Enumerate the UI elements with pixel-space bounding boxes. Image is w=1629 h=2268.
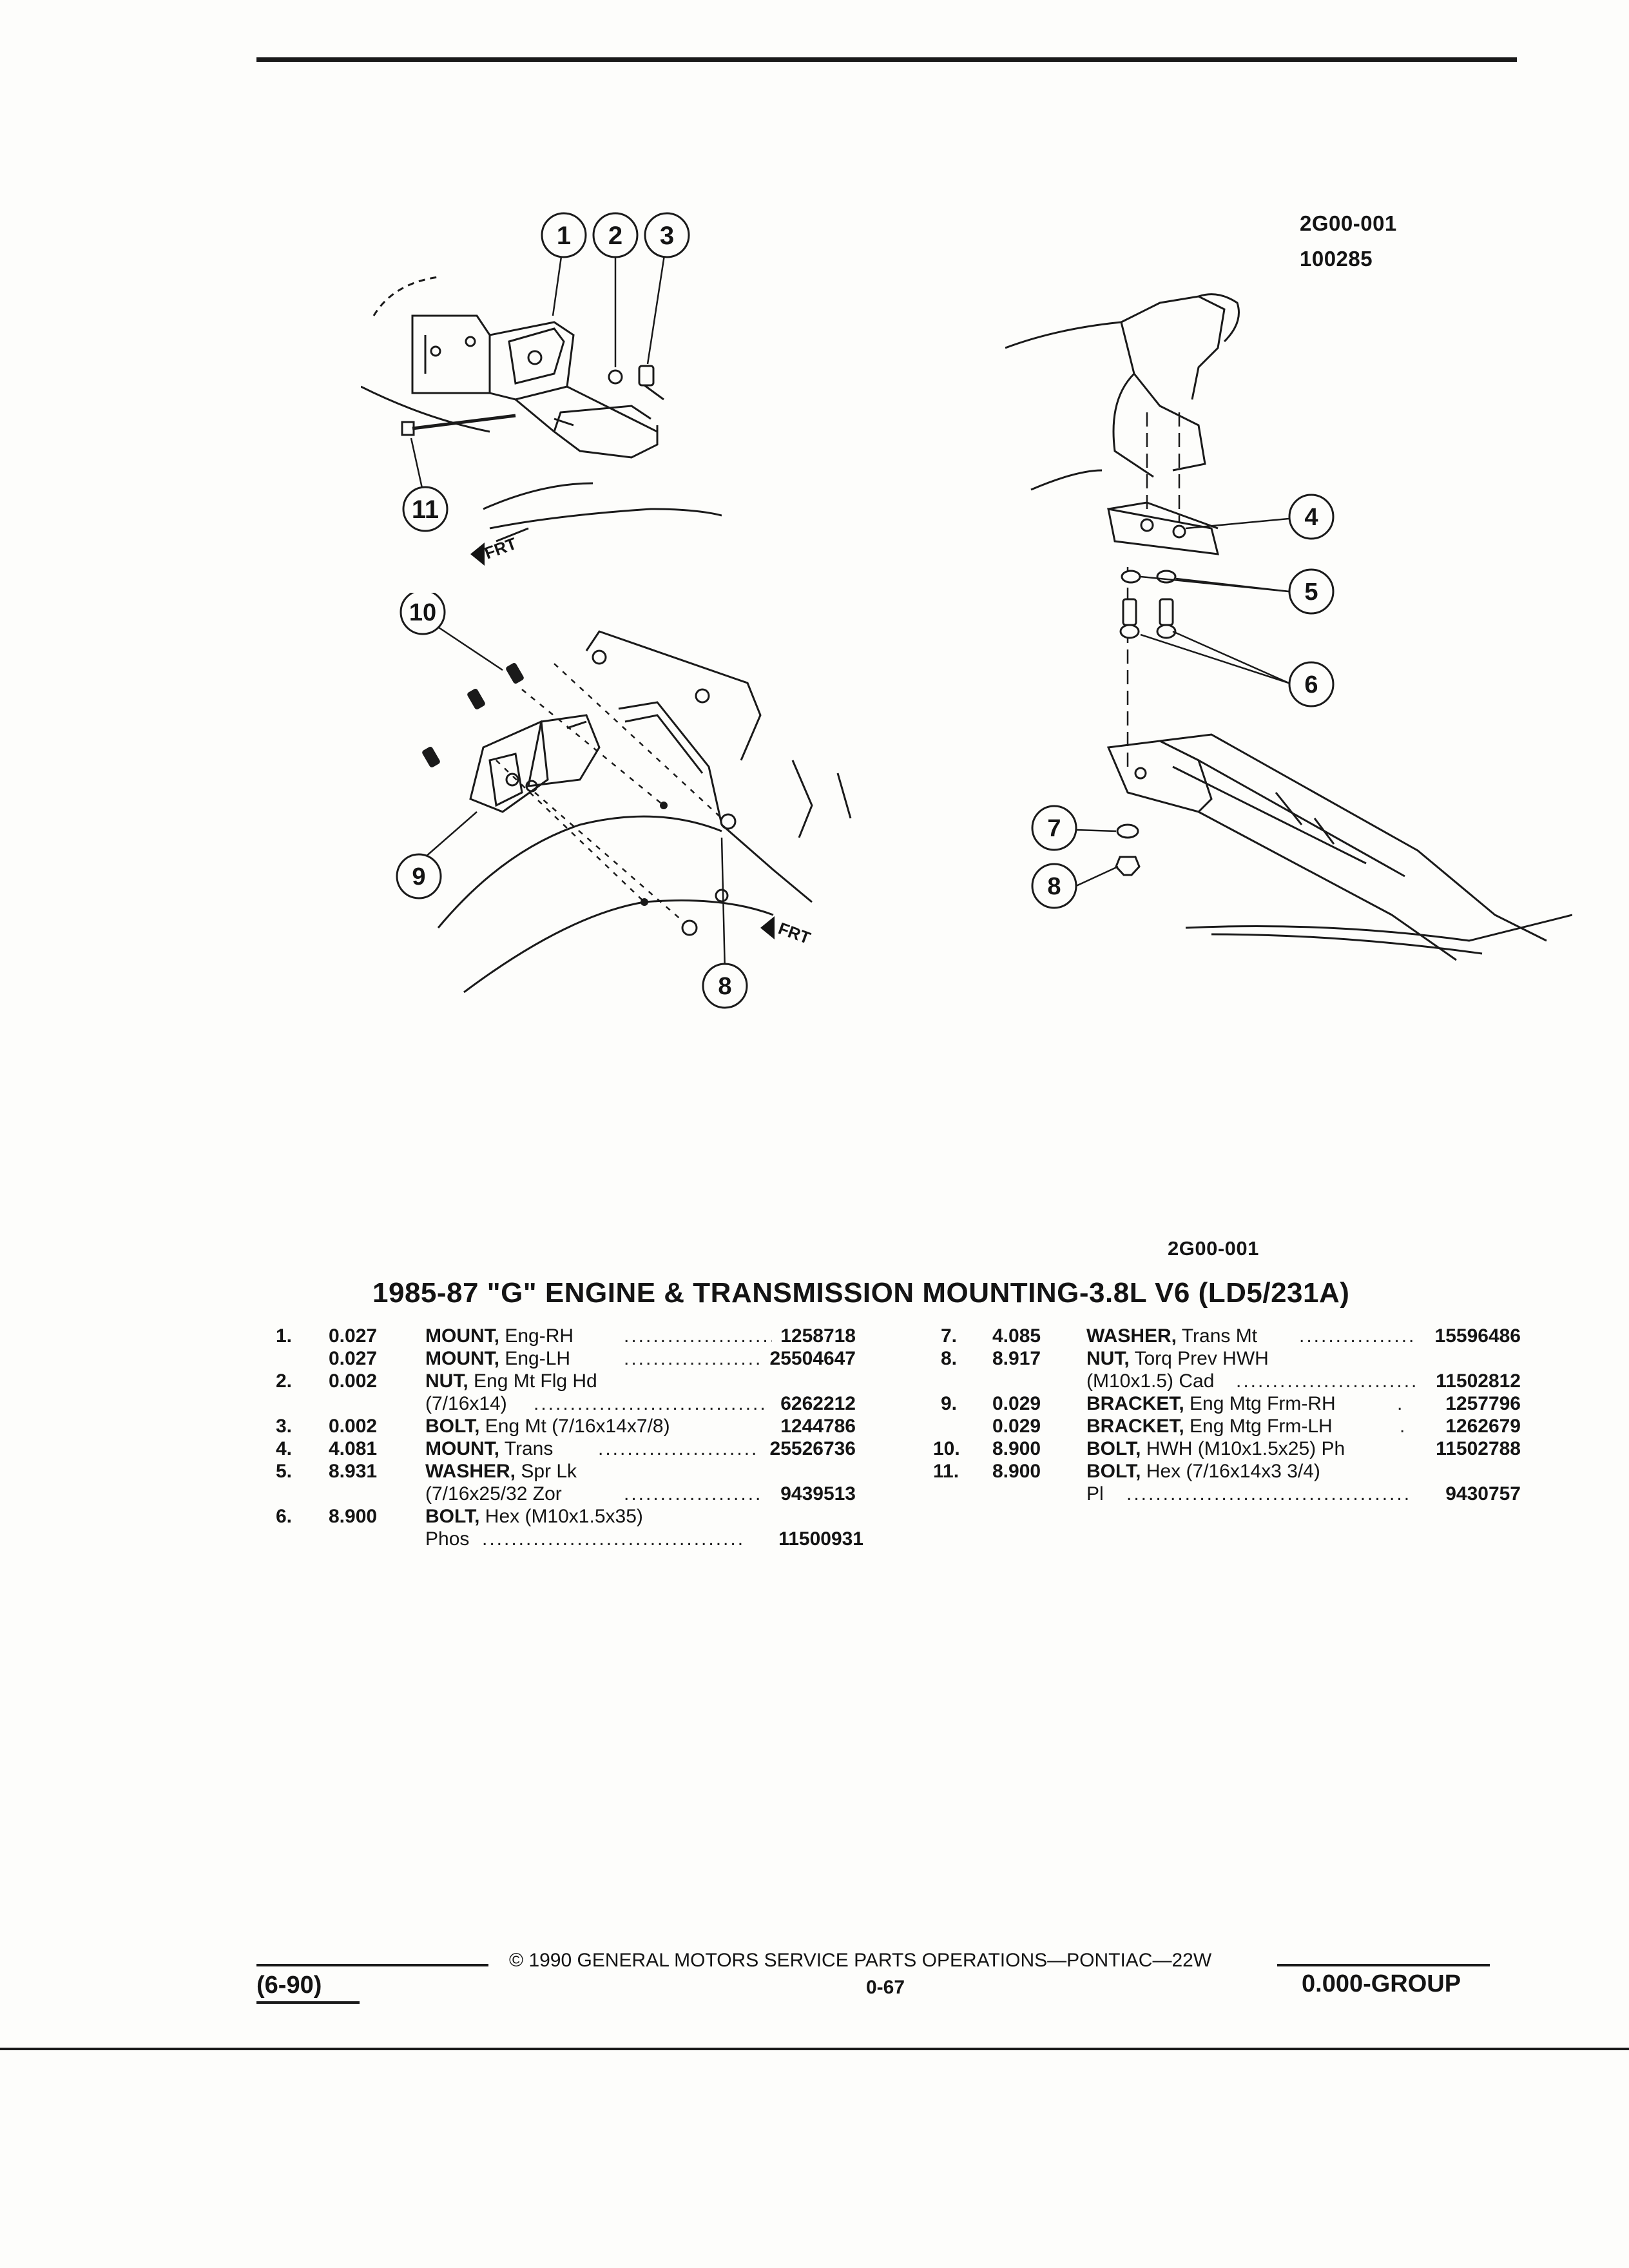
- callout-7: 7: [1047, 815, 1061, 842]
- figure-bottom-code: 2G00-001: [1168, 1237, 1259, 1260]
- callout-6: 6: [1304, 671, 1318, 698]
- list-item: 8. 8.917 NUT, Torq Prev HWH (M10x1.5) Ca…: [941, 1348, 1521, 1392]
- transmission-mount-illustration: 4 5 6 7 8: [1005, 293, 1572, 961]
- engine-mount-rh-illustration: 1 2 3 11 FRT: [361, 212, 722, 566]
- list-item: 6. 8.900 BOLT, Hex (M10x1.5x35) Phos ...…: [276, 1506, 863, 1550]
- callout-1: 1: [557, 222, 571, 250]
- parts-list-left: 1. 0.027 MOUNT, Eng-RH .................…: [276, 1325, 863, 1550]
- list-item: 1. 0.027 MOUNT, Eng-RH .................…: [276, 1325, 856, 1347]
- front-arrow-icon-2: FRT: [760, 916, 813, 948]
- callout-9: 9: [412, 863, 425, 890]
- footer-group: 0.000-GROUP: [1302, 1970, 1461, 1997]
- figure-code: 2G00-001: [1300, 211, 1397, 235]
- callout-2: 2: [608, 222, 622, 250]
- list-item: 9. 0.029 BRACKET, Eng Mtg Frm-RH . 12577…: [941, 1393, 1521, 1414]
- callout-4: 4: [1304, 504, 1318, 531]
- engine-bracket-illustration: 10 9 8 FRT: [396, 593, 852, 1009]
- list-item: 7. 4.085 WASHER, Trans Mt ..............…: [941, 1325, 1521, 1347]
- front-arrow-icon: FRT: [470, 533, 519, 566]
- list-item: 0.029 BRACKET, Eng Mtg Frm-LH . 1262679: [992, 1416, 1521, 1437]
- frt-label-2: FRT: [776, 918, 813, 948]
- list-item: 11. 8.900 BOLT, Hex (7/16x14x3 3/4) Pl .…: [933, 1461, 1521, 1504]
- page-title: 1985-87 "G" ENGINE & TRANSMISSION MOUNTI…: [372, 1277, 1350, 1309]
- list-item: 5. 8.931 WASHER, Spr Lk (7/16x25/32 Zor …: [276, 1461, 856, 1504]
- callout-3: 3: [660, 222, 674, 250]
- callout-5: 5: [1304, 579, 1318, 606]
- footer-copyright: © 1990 GENERAL MOTORS SERVICE PARTS OPER…: [509, 1950, 1212, 1971]
- list-item: 10. 8.900 BOLT, HWH (M10x1.5x25) Ph 1150…: [933, 1438, 1521, 1459]
- callout-8-left: 8: [718, 973, 731, 1000]
- footer-date: (6-90): [256, 1972, 322, 1999]
- callout-11: 11: [412, 495, 439, 524]
- list-item: 4. 4.081 MOUNT, Trans ..................…: [276, 1438, 856, 1459]
- frt-label: FRT: [482, 533, 519, 563]
- list-item: 0.027 MOUNT, Eng-LH ....................…: [329, 1348, 856, 1369]
- figure-date-code: 100285: [1300, 247, 1373, 271]
- page-number: 0-67: [866, 1977, 905, 1998]
- bottom-rule: [0, 2048, 1629, 2050]
- callout-10: 10: [409, 599, 436, 626]
- callout-8-right: 8: [1047, 873, 1061, 900]
- footer-date-underline: [256, 2001, 360, 2004]
- footer-rule-right: [1277, 1964, 1490, 1966]
- parts-list-right: 7. 4.085 WASHER, Trans Mt ..............…: [933, 1325, 1521, 1505]
- top-rule: [256, 57, 1517, 62]
- list-item: 2. 0.002 NUT, Eng Mt Flg Hd (7/16x14) ..…: [276, 1370, 856, 1414]
- list-item: 3. 0.002 BOLT, Eng Mt (7/16x14x7/8) 1244…: [276, 1416, 856, 1437]
- footer-rule-left: [256, 1964, 488, 1966]
